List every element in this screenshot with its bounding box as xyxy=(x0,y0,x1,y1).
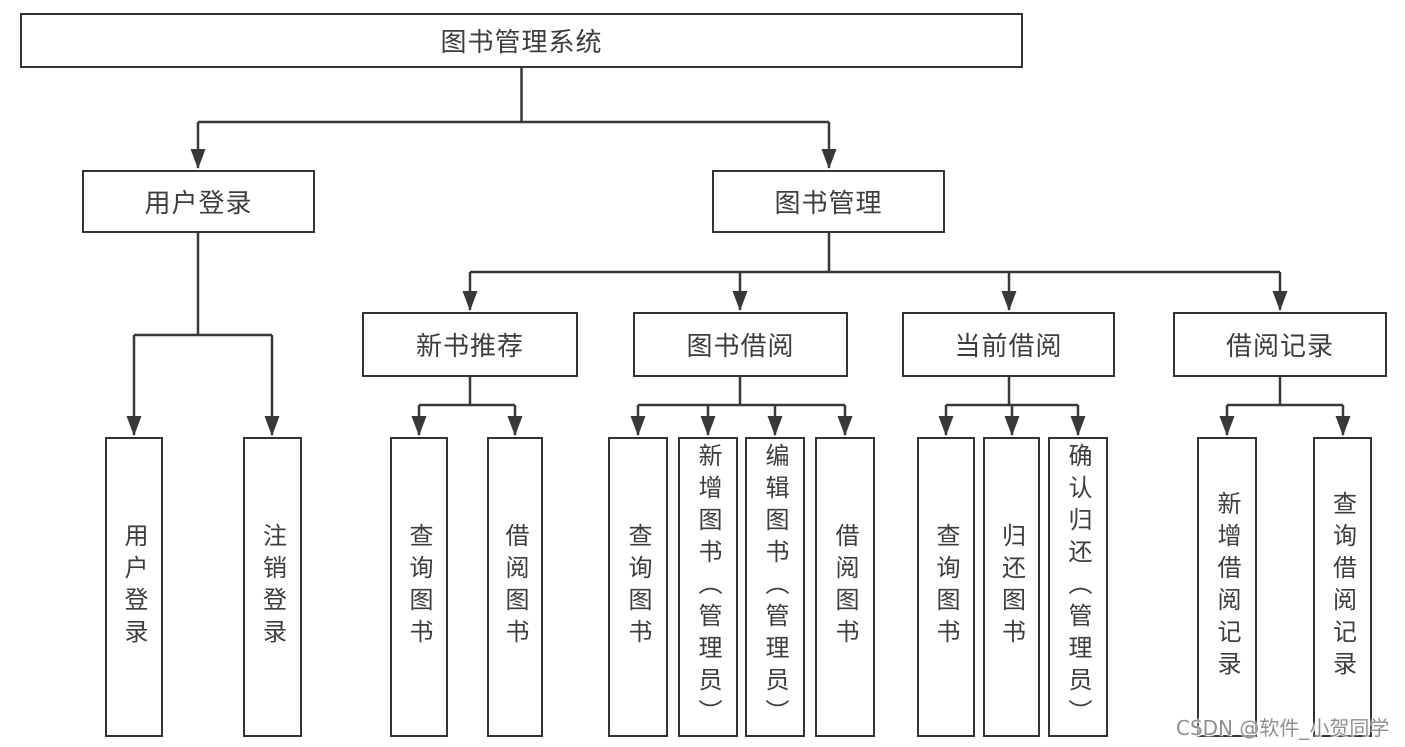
leaf-br-query-record-label: 查询借阅记录 xyxy=(1328,491,1357,683)
node-current-borrow: 当前借阅 xyxy=(902,312,1115,377)
node-new-book-recommend: 新书推荐 xyxy=(362,312,578,377)
node-book-borrow-label: 图书借阅 xyxy=(686,332,795,362)
node-book-borrow: 图书借阅 xyxy=(633,312,848,377)
leaf-cb-query-book-label: 查询图书 xyxy=(932,523,960,651)
leaf-br-add-record: 新增借阅记录 xyxy=(1197,437,1257,737)
leaf-cb-confirm-return-admin-label: 确认归还（管理员） xyxy=(1064,443,1092,731)
connector-user-login-split xyxy=(134,233,272,337)
leaf-user-login: 用户登录 xyxy=(105,437,163,737)
node-user-login: 用户登录 xyxy=(82,170,315,233)
node-root-label: 图书管理系统 xyxy=(440,28,603,58)
connector-root-split xyxy=(198,68,829,124)
leaf-bb-borrow-book: 借阅图书 xyxy=(815,437,875,737)
leaf-user-login-label: 用户登录 xyxy=(120,523,148,651)
leaf-br-query-record: 查询借阅记录 xyxy=(1313,437,1372,737)
leaf-bb-query-book-label: 查询图书 xyxy=(624,523,652,651)
leaf-logout: 注销登录 xyxy=(243,437,302,737)
node-current-borrow-label: 当前借阅 xyxy=(954,332,1063,362)
connector-new-book-split xyxy=(419,377,515,407)
leaf-cb-confirm-return-admin: 确认归还（管理员） xyxy=(1048,437,1108,737)
node-root: 图书管理系统 xyxy=(20,13,1023,68)
connector-current-borrow-split xyxy=(946,377,1078,407)
leaf-nb-borrow-book-label: 借阅图书 xyxy=(501,523,529,651)
leaf-cb-return-book-label: 归还图书 xyxy=(997,523,1026,651)
leaf-nb-query-book-label: 查询图书 xyxy=(405,523,433,651)
node-borrow-record: 借阅记录 xyxy=(1173,312,1387,377)
connector-book-borrow-split xyxy=(638,377,845,407)
connector-borrow-record-split xyxy=(1227,377,1343,407)
connector-book-management-split xyxy=(470,233,1280,274)
leaf-bb-edit-book-admin-label: 编辑图书（管理员） xyxy=(761,443,789,731)
leaf-bb-borrow-book-label: 借阅图书 xyxy=(831,523,859,651)
leaf-nb-query-book: 查询图书 xyxy=(390,437,448,737)
csdn-watermark: CSDN @软件_小贺同学 xyxy=(1176,716,1390,740)
leaf-bb-add-book-admin: 新增图书（管理员） xyxy=(678,437,738,737)
leaf-cb-query-book: 查询图书 xyxy=(917,437,975,737)
leaf-br-add-record-label: 新增借阅记录 xyxy=(1213,491,1241,683)
leaf-cb-return-book: 归还图书 xyxy=(983,437,1040,737)
leaf-nb-borrow-book: 借阅图书 xyxy=(487,437,543,737)
leaf-logout-label: 注销登录 xyxy=(258,523,287,651)
node-book-management-label: 图书管理 xyxy=(774,189,883,219)
leaf-bb-add-book-admin-label: 新增图书（管理员） xyxy=(694,443,722,731)
leaf-bb-edit-book-admin: 编辑图书（管理员） xyxy=(745,437,805,737)
leaf-bb-query-book: 查询图书 xyxy=(608,437,668,737)
node-book-management: 图书管理 xyxy=(712,170,945,233)
node-user-login-label: 用户登录 xyxy=(144,189,253,219)
node-new-book-recommend-label: 新书推荐 xyxy=(415,332,524,362)
node-borrow-record-label: 借阅记录 xyxy=(1225,332,1334,362)
